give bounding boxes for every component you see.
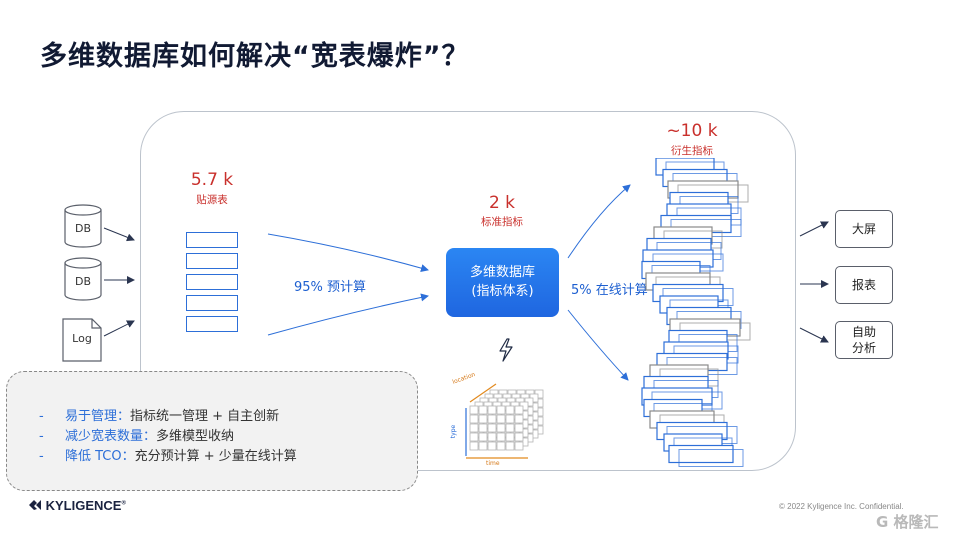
table-icon: [186, 316, 238, 332]
output-arrow-3: [799, 327, 829, 343]
page-title: 多维数据库如何解决“宽表爆炸”？: [40, 41, 470, 72]
document-icon: [62, 318, 102, 362]
standard-metrics-count: 2 k: [488, 193, 516, 213]
derived-table-stack: [641, 158, 751, 467]
derived-metrics-count: ~10 k: [666, 121, 718, 141]
precompute-label: 95% 预计算: [294, 280, 367, 295]
logo-text: KYLIGENCE: [45, 498, 122, 513]
output-label: 自助: [851, 325, 876, 339]
watermark: G 格隆汇: [876, 513, 939, 531]
source-label: Log: [72, 332, 92, 345]
standard-metrics-label: 标准指标: [481, 216, 523, 228]
database-icon: [64, 204, 102, 248]
table-icon: [186, 274, 238, 290]
source-label: DB: [74, 222, 92, 235]
output-self-service: 自助 分析: [835, 321, 893, 359]
benefit-keyword: 降低 TCO：: [65, 449, 135, 464]
precompute-arrow-top: [267, 233, 429, 272]
benefit-text: 多维模型收纳: [156, 429, 235, 444]
benefit-keyword: 易于管理：: [65, 409, 131, 424]
source-arrow-1: [103, 227, 135, 242]
core-title: 多维数据库: [469, 265, 535, 280]
output-label-line2: 分析: [851, 341, 876, 355]
benefits-callout: -易于管理：指标统一管理 + 自主创新 -减少宽表数量：多维模型收纳 -降低 T…: [6, 371, 418, 491]
benefit-text: 充分预计算 + 少量在线计算: [134, 449, 297, 464]
olap-cube-icon: [465, 383, 544, 459]
kyligence-mark-icon: [29, 500, 41, 510]
benefit-text: 指标统一管理 + 自主创新: [130, 409, 280, 424]
benefit-item: -易于管理：指标统一管理 + 自主创新: [39, 409, 280, 424]
copyright-text: © 2022 Kyligence Inc. Confidential.: [779, 502, 904, 511]
online-arrow-bottom: [567, 309, 629, 381]
source-db-1: DB: [64, 204, 102, 252]
source-db-2: DB: [64, 257, 102, 305]
derived-metrics-label: 衍生指标: [671, 145, 713, 157]
table-icon: [186, 253, 238, 269]
output-arrow-1: [799, 221, 829, 237]
online-label: 5% 在线计算: [571, 283, 648, 298]
multidim-db-core: 多维数据库 (指标体系): [446, 248, 559, 317]
source-label: DB: [74, 275, 92, 288]
source-log: Log: [62, 318, 102, 366]
lightning-icon: [499, 338, 513, 362]
kyligence-logo: KYLIGENCE®: [28, 498, 126, 513]
table-icon: [186, 295, 238, 311]
online-arrow-top: [567, 184, 631, 259]
output-report: 报表: [835, 266, 893, 304]
benefit-item: -降低 TCO：充分预计算 + 少量在线计算: [39, 449, 297, 464]
cube-axis-bottom: time: [486, 460, 500, 467]
output-big-screen: 大屏: [835, 210, 893, 248]
table-icon: [186, 232, 238, 248]
output-label: 报表: [851, 278, 876, 292]
benefit-item: -减少宽表数量：多维模型收纳: [39, 429, 235, 444]
benefit-keyword: 减少宽表数量：: [65, 429, 157, 444]
raw-tables-label: 贴源表: [196, 194, 228, 206]
main-frame: [140, 111, 796, 471]
database-icon: [64, 257, 102, 301]
cube-axis-left: type: [450, 424, 458, 439]
precompute-arrow-bottom: [267, 293, 429, 336]
core-subtitle: (指标体系): [471, 284, 534, 299]
output-label: 大屏: [851, 222, 876, 236]
raw-tables-count: 5.7 k: [190, 170, 234, 190]
source-arrow-3: [103, 320, 135, 337]
